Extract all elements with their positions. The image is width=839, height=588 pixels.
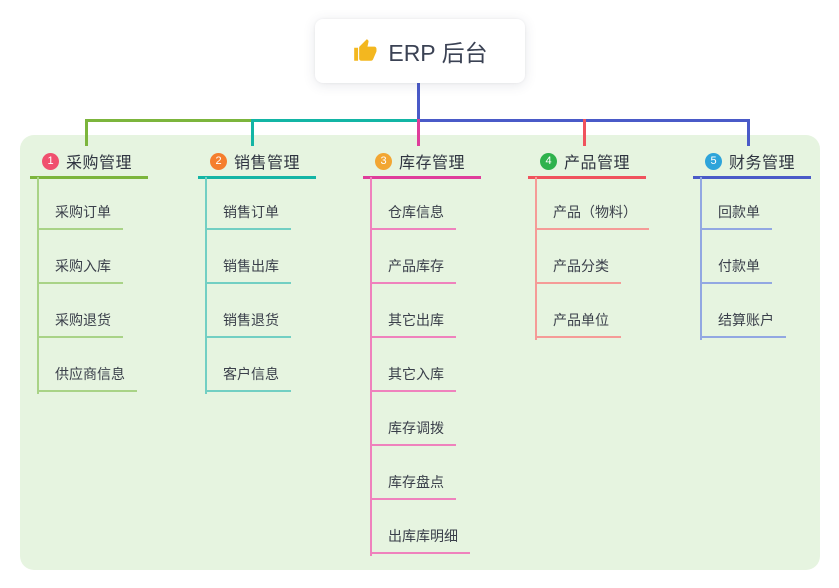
branch-number-badge: 4 (540, 152, 557, 170)
branch-label: 产品管理 (564, 155, 631, 172)
branch-label: 销售管理 (234, 155, 301, 172)
branch-label: 库存管理 (399, 155, 466, 172)
branch-underline (693, 176, 811, 179)
branch-number-badge: 5 (705, 152, 722, 170)
drop-line-finance (747, 119, 750, 146)
node-other-outbound[interactable]: 其它出库 (370, 308, 456, 338)
branch-trunk-line (37, 177, 39, 394)
branch-underline (30, 176, 148, 179)
node-receipt-doc[interactable]: 回款单 (700, 200, 772, 230)
branch-title-purchase[interactable]: 1 采购管理 (42, 146, 132, 176)
branch-title-finance[interactable]: 5 财务管理 (705, 146, 795, 176)
bus-segment-teal (252, 119, 417, 122)
node-customer-info[interactable]: 客户信息 (205, 362, 291, 392)
branch-number-badge: 1 (42, 152, 59, 170)
branch-underline (363, 176, 481, 179)
node-product-stock[interactable]: 产品库存 (370, 254, 456, 284)
branch-title-sales[interactable]: 2 销售管理 (210, 146, 300, 176)
node-product-unit[interactable]: 产品单位 (535, 308, 621, 338)
node-stock-taking[interactable]: 库存盘点 (370, 470, 456, 500)
bus-segment-green (85, 119, 252, 122)
drop-line-product (583, 119, 586, 146)
branch-trunk-line (535, 177, 537, 340)
node-purchase-inbound[interactable]: 采购入库 (37, 254, 123, 284)
node-stock-transfer[interactable]: 库存调拨 (370, 416, 456, 446)
drop-line-purchase (85, 119, 88, 146)
node-warehouse-info[interactable]: 仓库信息 (370, 200, 456, 230)
node-product-category[interactable]: 产品分类 (535, 254, 621, 284)
branch-number-badge: 2 (210, 152, 227, 170)
node-outbound-detail[interactable]: 出库库明细 (370, 524, 470, 554)
node-supplier-info[interactable]: 供应商信息 (37, 362, 137, 392)
drop-line-sales (251, 119, 254, 146)
branch-title-inventory[interactable]: 3 库存管理 (375, 146, 465, 176)
root-label: ERP 后台 (388, 40, 488, 66)
root-node[interactable]: ERP 后台 (315, 19, 525, 83)
branch-label: 财务管理 (729, 155, 796, 172)
root-connector-line (417, 83, 420, 120)
node-purchase-order[interactable]: 采购订单 (37, 200, 123, 230)
node-sales-order[interactable]: 销售订单 (205, 200, 291, 230)
node-product-material[interactable]: 产品（物料） (535, 200, 649, 230)
branch-label: 采购管理 (66, 155, 133, 172)
node-settlement-account[interactable]: 结算账户 (700, 308, 786, 338)
branch-underline (528, 176, 646, 179)
node-purchase-return[interactable]: 采购退货 (37, 308, 123, 338)
node-sales-return[interactable]: 销售退货 (205, 308, 291, 338)
drop-line-inventory (417, 119, 420, 146)
node-payment-doc[interactable]: 付款单 (700, 254, 772, 284)
branch-number-badge: 3 (375, 152, 392, 170)
branch-trunk-line (370, 177, 372, 556)
node-other-inbound[interactable]: 其它入库 (370, 362, 456, 392)
branches-panel (20, 135, 820, 570)
branch-title-product[interactable]: 4 产品管理 (540, 146, 630, 176)
branch-underline (198, 176, 316, 179)
thumbs-up-icon (352, 38, 378, 64)
branch-trunk-line (700, 177, 702, 340)
node-sales-outbound[interactable]: 销售出库 (205, 254, 291, 284)
branch-trunk-line (205, 177, 207, 394)
